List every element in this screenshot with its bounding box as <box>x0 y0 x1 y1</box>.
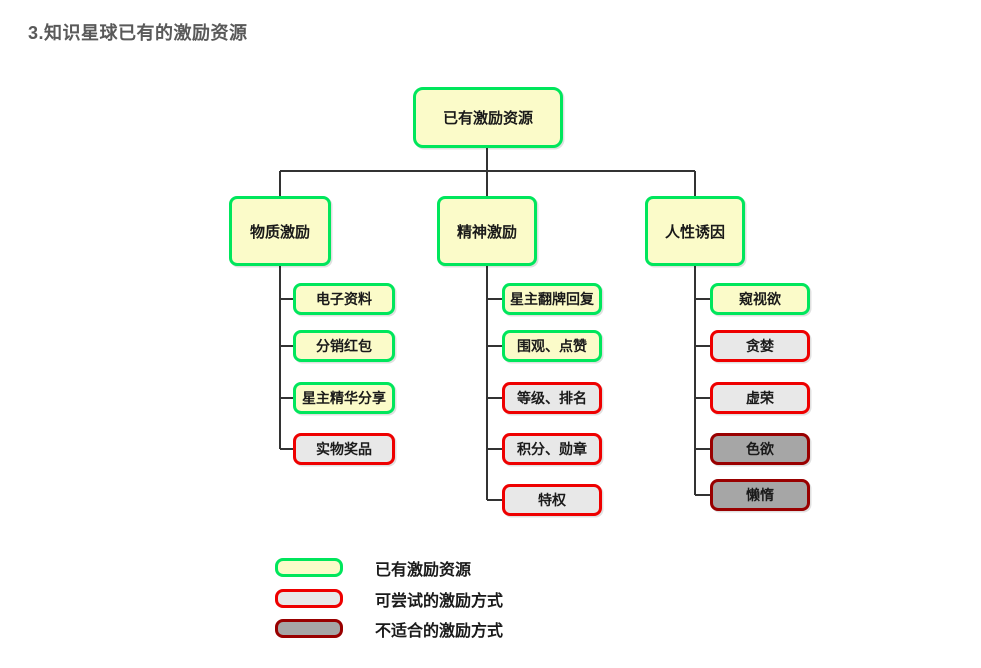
leaf-privilege: 特权 <box>502 484 602 516</box>
leaf-vanity: 虚荣 <box>710 382 810 414</box>
branch-material-incentive: 物质激励 <box>229 196 331 266</box>
page-title: 3.知识星球已有的激励资源 <box>28 23 248 43</box>
leaf-watch-and-like: 围观、点赞 <box>502 330 602 362</box>
leaf-distribution-red-packet: 分销红包 <box>293 330 395 362</box>
leaf-level-ranking: 等级、排名 <box>502 382 602 414</box>
leaf-electronic-materials: 电子资料 <box>293 283 395 315</box>
leaf-voyeurism: 窥视欲 <box>710 283 810 315</box>
legend-swatch-unfit <box>275 619 343 638</box>
leaf-points-badges: 积分、勋章 <box>502 433 602 465</box>
leaf-physical-prizes: 实物奖品 <box>293 433 395 465</box>
leaf-owner-flip-card-reply: 星主翻牌回复 <box>502 283 602 315</box>
node-root-existing-incentives: 已有激励资源 <box>413 87 563 148</box>
leaf-laziness: 懒惰 <box>710 479 810 511</box>
leaf-owner-highlights-sharing: 星主精华分享 <box>293 382 395 414</box>
legend-swatch-try <box>275 589 343 608</box>
leaf-greed: 贪婪 <box>710 330 810 362</box>
branch-spiritual-incentive: 精神激励 <box>437 196 537 266</box>
branch-human-nature-inducement: 人性诱因 <box>645 196 745 266</box>
legend-swatch-existing <box>275 558 343 577</box>
leaf-lust: 色欲 <box>710 433 810 465</box>
legend-label-existing: 已有激励资源 <box>375 561 472 579</box>
legend-label-try: 可尝试的激励方式 <box>375 592 504 610</box>
legend-label-unfit: 不适合的激励方式 <box>375 622 504 640</box>
